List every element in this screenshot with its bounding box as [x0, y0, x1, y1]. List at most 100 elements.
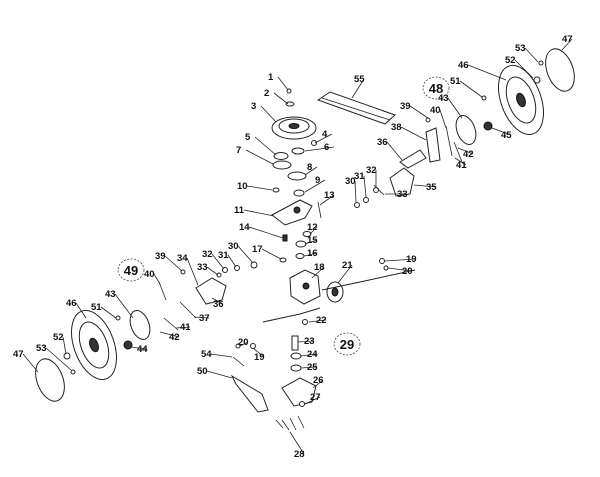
leader-line-2 — [273, 92, 289, 105]
part-39-shape-right — [425, 117, 431, 123]
leader-line-43 — [114, 293, 134, 319]
callout-44: 44 — [137, 344, 148, 355]
circled-ref-ring-48 — [422, 76, 450, 100]
part-17-shape — [279, 257, 287, 263]
part-53-shape-left — [70, 369, 76, 375]
callout-32: 32 — [366, 165, 377, 176]
callout-50: 50 — [197, 366, 208, 377]
part-51-shape-left — [115, 315, 121, 321]
leader-lines — [22, 38, 573, 455]
part-21-hub — [331, 287, 339, 297]
callout-7: 7 — [236, 145, 241, 156]
part-54-rod — [232, 356, 245, 367]
part-3-bore — [288, 123, 300, 129]
part-14-shape — [282, 234, 288, 242]
callout-40: 40 — [144, 269, 155, 280]
callout-17: 17 — [252, 244, 263, 255]
leader-line-41 — [175, 326, 191, 329]
part-45-shape — [483, 121, 493, 131]
leader-line-37 — [193, 316, 210, 319]
callout-51: 51 — [450, 76, 461, 87]
callout-41: 41 — [180, 322, 191, 333]
callout-30: 30 — [228, 241, 239, 252]
leader-line-43 — [447, 97, 463, 119]
callout-32: 32 — [202, 249, 213, 260]
callout-19: 19 — [406, 254, 417, 265]
leader-line-14 — [248, 226, 284, 239]
part-23-shape — [291, 335, 299, 351]
leader-line-39 — [164, 255, 183, 272]
leader-line-4 — [314, 133, 333, 144]
callout-37: 37 — [199, 313, 210, 324]
part-19-shape-left — [250, 343, 256, 349]
part-40-rod-left — [158, 281, 167, 301]
part-27-shape — [299, 401, 305, 407]
part-44-shape — [123, 340, 133, 350]
part-55-strip — [316, 91, 396, 125]
callout-20: 20 — [238, 337, 249, 348]
leader-line-51 — [100, 306, 117, 319]
part-43-gear-left — [129, 310, 151, 340]
part-30-shape-right — [354, 202, 360, 208]
leader-line-5 — [254, 136, 277, 156]
part-35-housing — [389, 167, 415, 197]
leader-line-46 — [467, 64, 507, 81]
part-11-bracket — [271, 199, 313, 226]
leader-line-22 — [308, 319, 327, 323]
leader-line-42 — [457, 147, 474, 155]
leader-line-35 — [413, 184, 437, 188]
leader-line-7 — [245, 149, 274, 165]
leader-line-53 — [524, 47, 539, 63]
callout-21: 21 — [342, 260, 353, 271]
leader-line-41 — [454, 157, 467, 166]
leader-line-40 — [153, 273, 161, 285]
callout-53: 53 — [515, 43, 526, 54]
part-31-shape-right — [363, 197, 369, 203]
leader-line-31 — [363, 175, 367, 198]
callout-2: 2 — [264, 88, 269, 99]
lower-parts-group — [230, 319, 317, 431]
leader-line-55 — [351, 78, 365, 99]
leader-line-13 — [319, 194, 335, 206]
callout-9: 9 — [315, 175, 320, 186]
part-11-hole — [293, 206, 301, 214]
callout-43: 43 — [105, 289, 116, 300]
circled-ref-ring-29 — [333, 332, 361, 356]
part-7-shape — [272, 160, 292, 170]
callout-38: 38 — [391, 122, 402, 133]
callout-47: 47 — [13, 349, 24, 360]
leader-line-17 — [261, 248, 282, 260]
callout-24: 24 — [307, 349, 318, 360]
callout-39: 39 — [400, 101, 411, 112]
leader-line-47 — [22, 353, 39, 373]
part-15-shape — [295, 240, 307, 248]
callout-11: 11 — [234, 205, 245, 216]
part-47-hubcap-left — [35, 358, 65, 402]
leader-line-46 — [75, 302, 87, 319]
part-37-rod — [179, 301, 197, 319]
part-50-lever — [230, 374, 269, 413]
callout-33: 33 — [197, 262, 208, 273]
part-4-shape — [311, 140, 317, 146]
left-assembly-group — [35, 261, 258, 402]
leader-line-36 — [386, 141, 403, 161]
leader-line-36 — [211, 297, 224, 305]
leader-line-9 — [304, 179, 326, 193]
callout-42: 42 — [463, 149, 474, 160]
circled-ref-29: 29 — [340, 337, 354, 352]
leader-line-51 — [459, 80, 483, 98]
leader-line-20 — [239, 341, 249, 347]
callout-52: 52 — [53, 332, 64, 343]
callout-36: 36 — [377, 137, 388, 148]
callout-26: 26 — [313, 375, 324, 386]
axle-shaft-right — [321, 269, 416, 291]
callout-40: 40 — [430, 105, 441, 116]
callout-12: 12 — [307, 222, 318, 233]
callout-1: 1 — [268, 72, 274, 83]
callout-15: 15 — [307, 235, 318, 246]
part-22-shape — [302, 319, 308, 325]
callout-42: 42 — [169, 332, 180, 343]
part-13-bolt — [317, 201, 322, 219]
part-8-shape — [287, 171, 307, 181]
